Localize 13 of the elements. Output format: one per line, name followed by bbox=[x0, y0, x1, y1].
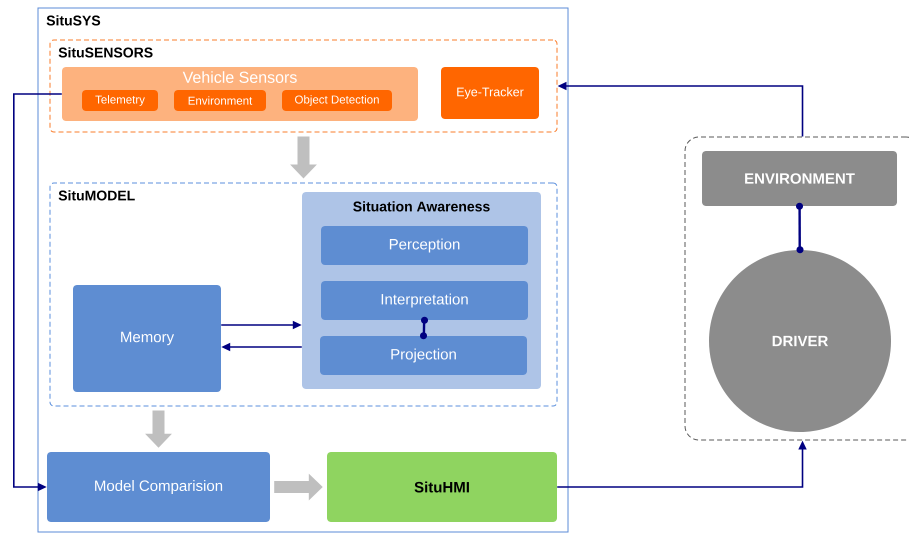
connector bbox=[796, 202, 804, 254]
process-box: ENVIRONMENT bbox=[702, 151, 897, 206]
sensor-box: Environment bbox=[174, 90, 266, 111]
process-box: Interpretation bbox=[321, 281, 528, 320]
process-box: Memory bbox=[73, 285, 221, 392]
connector bbox=[420, 316, 428, 340]
sensor-box: Object Detection bbox=[282, 90, 392, 111]
sensor-box: Telemetry bbox=[82, 90, 158, 111]
process-box: Projection bbox=[320, 336, 527, 375]
process-box: Model Comparision bbox=[47, 452, 270, 522]
process-box: SituHMI bbox=[327, 452, 557, 522]
sensor-box: Eye-Tracker bbox=[441, 67, 539, 119]
process-box: Perception bbox=[321, 226, 528, 265]
